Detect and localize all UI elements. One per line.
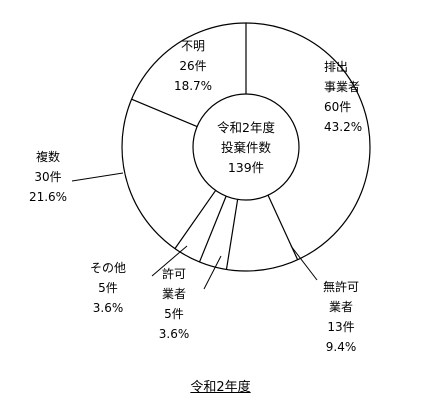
slice-count: 30件 [34,170,61,184]
leader-line-3 [203,255,222,290]
slice-percent: 21.6% [29,190,67,204]
slice-percent: 9.4% [326,340,357,354]
slice-name: 業者 [162,287,186,301]
center-label-line-1: 令和2年度 [217,120,275,135]
slice-count: 60件 [324,100,351,114]
slice-label-4: その他 5件 3.6% [90,261,126,315]
leader-line-2 [290,245,318,281]
leader-line-4 [151,245,188,277]
slice-name: 許可 [162,267,186,281]
chart-caption: 令和2年度 [0,376,441,395]
slice-name: 業者 [329,300,353,314]
slice-boundary-4 [198,195,227,263]
slice-percent: 3.6% [93,301,124,315]
slice-label-6: 不明 26件 18.7% [174,39,212,93]
donut-hole [192,93,300,201]
slice-count: 5件 [164,307,184,321]
slice-name: 複数 [36,149,60,164]
slice-percent: 18.7% [174,79,212,93]
slice-percent: 3.6% [159,327,190,341]
slice-name: 不明 [181,39,205,53]
slice-label-5: 複数 30件 21.6% [29,149,67,204]
leader-line-5 [71,172,124,182]
slice-count: 5件 [98,281,118,295]
slice-count: 26件 [179,59,206,73]
chart-title: 令和2年度 [190,380,251,395]
slice-boundary-3 [225,199,239,270]
center-label-line-2: 投棄件数 [221,140,272,155]
slice-percent: 43.2% [324,120,362,134]
slice-count: 13件 [327,320,354,334]
slice-boundary-5 [174,190,217,249]
slice-name: 事業者 [324,80,360,94]
slice-name: 無許可 [323,279,359,294]
slice-name: その他 [90,261,126,275]
slice-name: 排出 [324,60,348,74]
center-label-line-3: 139件 [228,160,264,175]
slice-boundary-6 [131,98,198,128]
